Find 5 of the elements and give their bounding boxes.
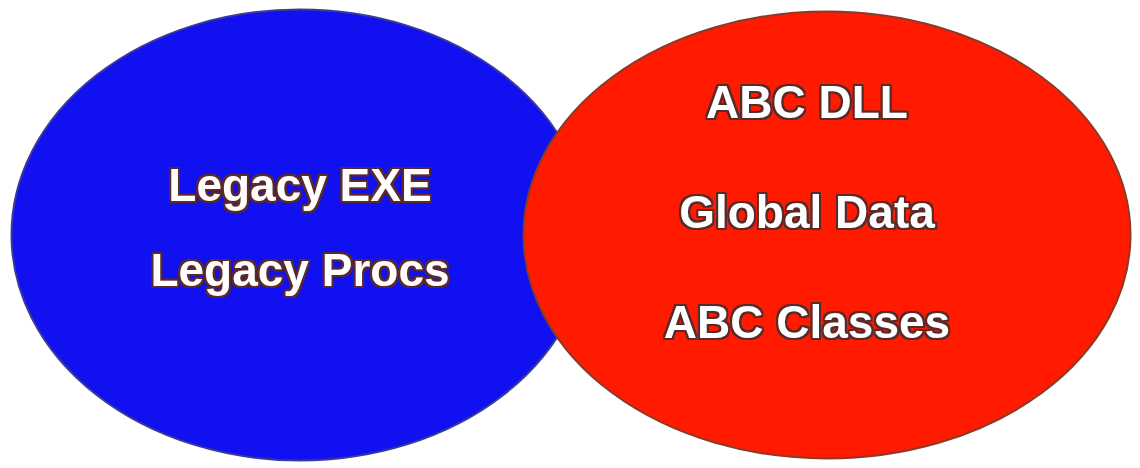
ellipse-label: Legacy EXE — [168, 159, 432, 211]
ellipse-label: ABC DLL — [706, 76, 908, 128]
ellipse-label: Global Data — [679, 186, 935, 238]
ellipse-label: Legacy Procs — [150, 244, 450, 296]
ellipse-label: ABC Classes — [663, 296, 951, 348]
